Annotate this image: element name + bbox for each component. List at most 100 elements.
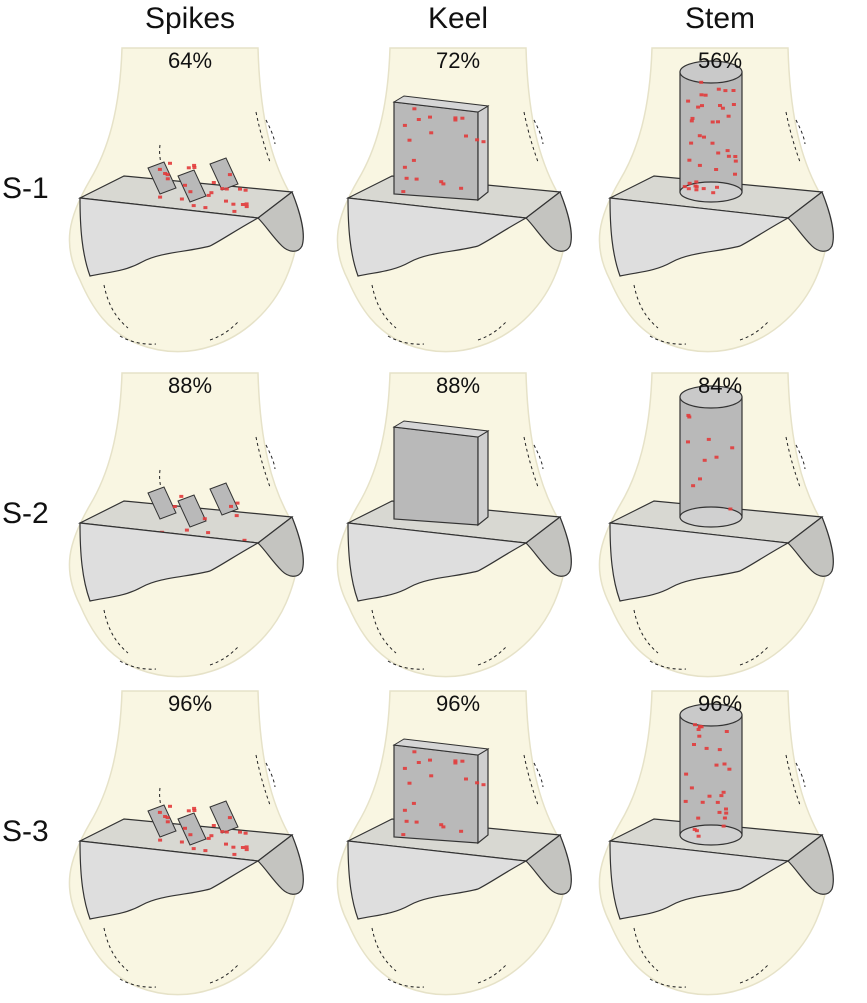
implant-illustration — [68, 372, 304, 678]
implant-cell-s-2-spikes: 88% — [60, 365, 320, 685]
row-label-s1: S-1 — [2, 172, 49, 205]
contact-mark — [414, 820, 419, 824]
percentage-label: 96% — [435, 691, 481, 716]
percentage-label: 88% — [435, 373, 481, 398]
contact-mark — [234, 514, 239, 518]
contact-mark — [711, 191, 716, 195]
contact-mark — [717, 810, 722, 814]
implant-cell-s-1-keel: 72% — [328, 40, 588, 360]
contact-mark — [401, 190, 406, 194]
contact-mark — [715, 185, 719, 189]
spike-peg — [147, 161, 177, 195]
spike-peg — [177, 494, 207, 528]
contact-mark — [192, 163, 197, 167]
contact-mark — [475, 781, 480, 785]
bone-contour-lines — [633, 111, 806, 345]
keel-fin — [393, 426, 479, 526]
percentage-label: 84% — [697, 373, 743, 398]
contact-mark — [227, 816, 232, 820]
contact-mark — [209, 191, 214, 195]
contact-mark — [206, 836, 211, 840]
plate-side-flap — [257, 516, 304, 577]
percentage-label: 56% — [697, 48, 743, 73]
contact-mark — [696, 105, 701, 109]
contact-mark — [183, 183, 187, 187]
bone-contour-lines — [633, 436, 806, 670]
contact-mark — [694, 180, 699, 184]
contact-mark — [179, 494, 184, 498]
plate-side-flap — [525, 516, 572, 577]
implant-cell-s-3-stem: 96% — [590, 683, 850, 1003]
contact-mark — [733, 159, 738, 163]
spike-peg — [147, 804, 177, 838]
contact-mark — [716, 151, 721, 155]
contact-mark — [686, 187, 691, 191]
contact-mark — [191, 847, 196, 851]
contact-mark — [714, 763, 719, 767]
contact-mark — [220, 187, 225, 191]
column-header-stem: Stem — [684, 2, 756, 35]
plate-side-flap — [525, 191, 572, 252]
keel-fin-top — [392, 95, 490, 113]
plate-front-face — [347, 840, 528, 920]
contact-mark — [411, 158, 416, 162]
contact-mark — [188, 190, 193, 194]
contact-mark — [224, 187, 229, 191]
contact-mark — [727, 767, 732, 771]
contact-mark — [689, 786, 694, 790]
contact-mark — [689, 119, 694, 123]
contact-mark — [209, 834, 214, 838]
contact-mark — [682, 185, 687, 189]
contact-mark — [165, 177, 170, 181]
row-label-s3: S-3 — [2, 815, 49, 848]
contact-mark — [240, 846, 245, 849]
contact-mark — [700, 800, 705, 804]
contact-mark — [702, 135, 706, 139]
contact-mark — [696, 834, 701, 838]
contact-mark — [715, 800, 720, 804]
contact-mark — [224, 830, 229, 834]
contact-mark — [243, 831, 248, 835]
contact-mark — [224, 842, 228, 846]
figure: Spikes Keel Stem S-1 S-2 S-3 64%72%56%88… — [2, 2, 834, 996]
contact-mark — [699, 80, 704, 84]
plate-front-face — [609, 197, 790, 277]
plate-front-face — [347, 522, 528, 602]
stem-top — [679, 703, 743, 727]
contact-mark — [407, 781, 412, 785]
implant-illustration — [68, 47, 304, 353]
contact-mark — [429, 774, 434, 778]
percentage-label: 96% — [167, 691, 213, 716]
implant-illustration — [598, 372, 834, 678]
contact-mark — [453, 759, 458, 763]
contact-mark — [157, 810, 162, 814]
contact-mark — [698, 477, 702, 481]
contact-mark — [460, 116, 465, 120]
contact-mark — [211, 181, 216, 184]
contact-mark — [439, 823, 444, 827]
stem-base — [679, 824, 743, 846]
contact-mark — [412, 750, 417, 754]
contact-mark — [184, 528, 189, 532]
contact-mark — [244, 202, 249, 206]
keel-fin — [393, 744, 479, 844]
contact-mark — [416, 118, 421, 121]
contact-mark — [697, 134, 702, 138]
contact-mark — [724, 811, 729, 815]
contact-mark — [157, 167, 162, 171]
contact-mark — [707, 794, 712, 798]
contact-mark — [402, 766, 407, 770]
contact-mark — [412, 107, 417, 111]
contact-mark — [694, 185, 699, 189]
contact-mark — [192, 166, 197, 169]
contact-mark — [720, 106, 725, 110]
contact-mark — [220, 830, 225, 834]
contact-mark — [165, 820, 170, 824]
contact-mark — [721, 824, 726, 828]
contact-mark — [728, 507, 733, 511]
contact-mark — [703, 93, 708, 97]
contact-mark — [687, 158, 692, 162]
contact-mark — [168, 804, 172, 808]
contact-mark — [235, 501, 240, 505]
contact-mark — [716, 120, 720, 124]
